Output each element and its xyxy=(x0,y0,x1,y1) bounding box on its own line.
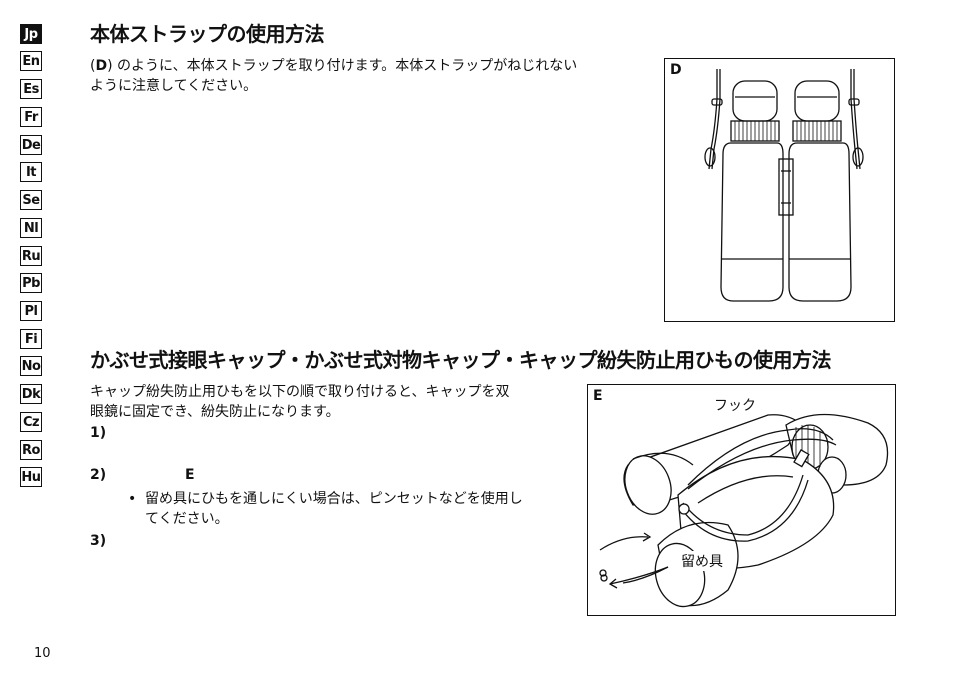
figure-d-label: D xyxy=(670,62,682,78)
lang-tab-es[interactable]: Es xyxy=(20,79,42,99)
strap-text-line2: ように注意してください。 xyxy=(90,78,258,94)
binocular-caps-illustration xyxy=(599,413,889,608)
lang-tab-no[interactable]: No xyxy=(20,356,42,376)
step-2-number: 2) xyxy=(90,467,107,483)
step-3-number: 3) xyxy=(90,533,107,549)
figure-e: E xyxy=(587,384,896,616)
lang-tab-dk[interactable]: Dk xyxy=(20,384,42,404)
caps-intro-line1: キャップ紛失防止用ひもを以下の順で取り付けると、キャップを双 xyxy=(90,384,510,400)
lang-tab-fi[interactable]: Fi xyxy=(20,329,42,349)
step-2-bullet-note: • 留め具にひもを通しにくい場合は、ピンセットなどを使用し てください。 xyxy=(128,489,588,529)
lang-tab-se[interactable]: Se xyxy=(20,190,42,210)
caps-intro: キャップ紛失防止用ひもを以下の順で取り付けると、キャップを双 眼鏡に固定でき、紛… xyxy=(90,382,585,422)
caps-intro-line2: 眼鏡に固定でき、紛失防止になります。 xyxy=(90,404,340,420)
figure-d: D xyxy=(664,58,895,322)
figure-reference-e: E xyxy=(185,467,195,483)
lang-tab-cz[interactable]: Cz xyxy=(20,412,42,432)
lang-tab-de[interactable]: De xyxy=(20,135,42,155)
paren-open: ( xyxy=(90,58,96,74)
lang-tab-jp[interactable]: Jp xyxy=(20,24,42,44)
bullet-line1: 留め具にひもを通しにくい場合は、ピンセットなどを使用し xyxy=(145,491,523,507)
lang-tab-pb[interactable]: Pb xyxy=(20,273,42,293)
section-title-caps: かぶせ式接眼キャップ・かぶせ式対物キャップ・キャップ紛失防止用ひもの使用方法 xyxy=(90,348,832,372)
lang-tab-ro[interactable]: Ro xyxy=(20,440,42,460)
section-title-strap: 本体ストラップの使用方法 xyxy=(90,22,325,46)
lang-tab-fr[interactable]: Fr xyxy=(20,107,42,127)
binocular-strap-illustration xyxy=(704,69,864,302)
lang-tab-pl[interactable]: Pl xyxy=(20,301,42,321)
step-1-number: 1) xyxy=(90,425,107,441)
figure-reference-d: D xyxy=(95,58,108,74)
page-number: 10 xyxy=(34,646,51,661)
figure-e-label: E xyxy=(593,388,603,404)
lang-tab-hu[interactable]: Hu xyxy=(20,467,42,487)
callout-hook: フック xyxy=(713,395,757,415)
strap-instructions: (D) のように、本体ストラップを取り付けます。本体ストラップがねじれない よう… xyxy=(90,56,650,96)
bullet-symbol: • xyxy=(128,491,137,507)
callout-clip: 留め具 xyxy=(680,551,724,571)
lang-tab-it[interactable]: It xyxy=(20,162,42,182)
paren-close: ) xyxy=(107,58,113,74)
strap-instructions-line1: (D) のように、本体ストラップを取り付けます。本体ストラップがねじれない xyxy=(90,56,650,76)
bullet-line2: てください。 xyxy=(145,511,229,527)
strap-text-line1: のように、本体ストラップを取り付けます。本体ストラップがねじれない xyxy=(112,58,578,74)
lang-tab-ru[interactable]: Ru xyxy=(20,246,42,266)
lang-tab-nl[interactable]: Nl xyxy=(20,218,42,238)
lang-tab-en[interactable]: En xyxy=(20,51,42,71)
